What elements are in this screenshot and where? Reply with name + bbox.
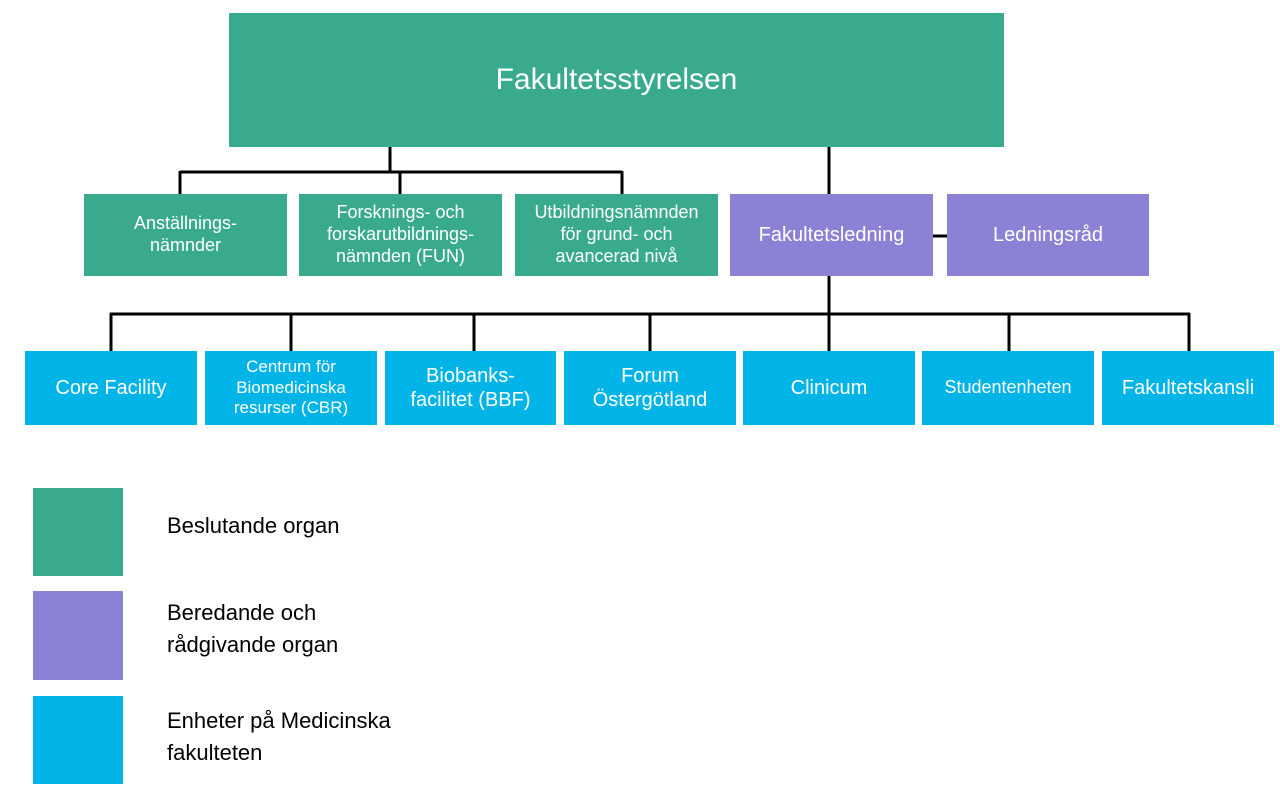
- node-unit: Centrum för Biomedicinska resurser (CBR): [205, 351, 377, 425]
- node-committee: Anställnings- nämnder: [84, 194, 287, 276]
- node-label: Centrum för Biomedicinska resurser (CBR): [233, 356, 349, 418]
- node-label: Fakultetsledning: [758, 223, 905, 246]
- node-label: Forum Östergötland: [592, 364, 708, 411]
- legend-swatch: [33, 488, 123, 576]
- node-unit: Clinicum: [743, 351, 915, 425]
- node-committee: Utbildningsnämnden för grund- och avance…: [515, 194, 718, 276]
- node-label: Fakultetskansli: [1121, 376, 1255, 399]
- node-ledningsrad: Ledningsråd: [947, 194, 1149, 276]
- node-label: Core Facility: [55, 376, 167, 399]
- node-unit: Biobanks- facilitet (BBF): [385, 351, 556, 425]
- node-fakultetsledning: Fakultetsledning: [730, 194, 933, 276]
- legend-label: Beslutande organ: [167, 513, 340, 538]
- legend-label: Enheter på Medicinska fakulteten: [167, 708, 391, 765]
- node-label: Ledningsråd: [992, 223, 1104, 246]
- node-label: Studentenheten: [944, 377, 1072, 398]
- node-label: Forsknings- och forskarutbildnings- nämn…: [326, 202, 475, 266]
- node-label: Utbildningsnämnden för grund- och avance…: [534, 202, 699, 266]
- node-unit: Studentenheten: [922, 351, 1094, 425]
- node-committee: Forsknings- och forskarutbildnings- nämn…: [299, 194, 502, 276]
- node-fakultetsstyrelsen: Fakultetsstyrelsen: [229, 13, 1004, 147]
- node-unit: Core Facility: [25, 351, 197, 425]
- node-label: Biobanks- facilitet (BBF): [410, 364, 531, 411]
- node-label: Clinicum: [790, 376, 868, 399]
- node-label: Fakultetsstyrelsen: [495, 62, 738, 96]
- node-unit: Fakultetskansli: [1102, 351, 1274, 425]
- node-label: Anställnings- nämnder: [133, 213, 238, 255]
- legend-swatch: [33, 591, 123, 680]
- node-unit: Forum Östergötland: [564, 351, 736, 425]
- legend-label: Beredande och rådgivande organ: [167, 600, 339, 657]
- legend-swatch: [33, 696, 123, 784]
